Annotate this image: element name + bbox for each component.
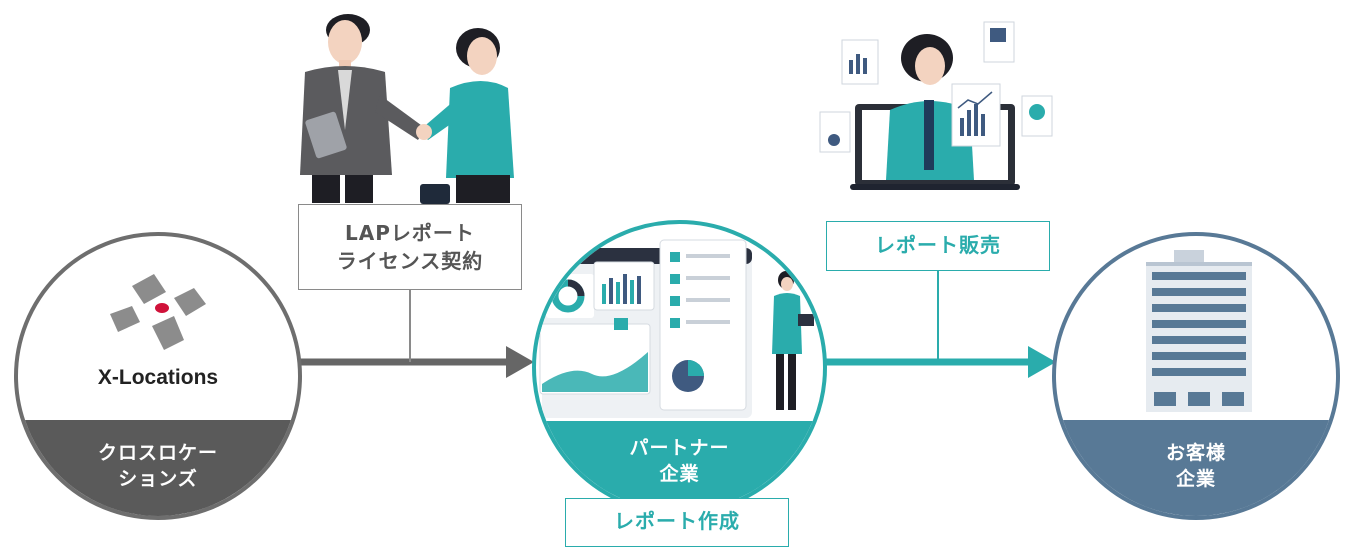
- businesswoman-figure: [416, 28, 514, 204]
- dashboard-illustration: [539, 239, 814, 418]
- partner-label-line1: パートナー: [629, 437, 730, 459]
- arrow-to-customer-head: [1028, 346, 1056, 378]
- customer-node: お客様 企業: [1052, 232, 1340, 520]
- building-icon: [1146, 250, 1252, 412]
- partner-label: パートナー 企業: [536, 421, 823, 511]
- arrow-to-partner-head: [506, 346, 534, 378]
- businessman-figure: [300, 14, 425, 203]
- crosslocations-label: クロスロケー ションズ: [18, 420, 298, 516]
- license-label-line2: ライセンス契約: [336, 249, 484, 273]
- customer-label: お客様 企業: [1056, 420, 1336, 516]
- crosslocations-label-line1: クロスロケー: [97, 442, 218, 464]
- customer-label-line1: お客様: [1165, 442, 1226, 464]
- x-locations-logo-mark: [110, 274, 206, 350]
- crosslocations-node: X-Locations クロスロケー ションズ: [14, 232, 302, 520]
- license-contract-label: LAPレポート ライセンス契約: [298, 204, 522, 290]
- partner-node: パートナー 企業: [532, 220, 827, 515]
- report-creation-label: レポート作成: [565, 498, 789, 547]
- crosslocations-label-line2: ションズ: [118, 468, 198, 490]
- license-label-line1: LAPレポート: [345, 221, 475, 245]
- partner-label-line2: 企業: [659, 463, 700, 485]
- x-locations-logo-text: X-Locations: [97, 366, 219, 389]
- customer-label-line2: 企業: [1175, 468, 1216, 490]
- report-sales-label: レポート販売: [826, 221, 1050, 271]
